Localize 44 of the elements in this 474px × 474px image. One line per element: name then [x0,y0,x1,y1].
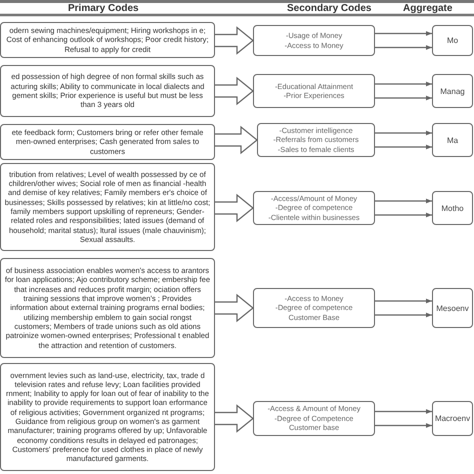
primary-code-box [0,65,215,117]
block-arrow [214,294,254,322]
secondary-code-box [257,123,375,157]
block-arrow [214,404,254,433]
arrow [375,45,432,50]
column-header: Secondary Codes [287,3,372,14]
aggregate-box [432,401,473,436]
primary-code-box [0,22,215,58]
arrow [375,31,432,36]
arrow [375,409,432,414]
aggregate-box [432,123,473,157]
arrow [375,198,432,204]
arrow [375,82,432,86]
secondary-code-box [253,74,375,108]
category-label: Motho [441,204,464,212]
aggregate-box [432,74,473,108]
secondary-code-box [253,288,375,328]
primary-code-box [0,363,215,471]
arrow [375,298,432,304]
aggregate-box [432,191,473,225]
category-label: Macroenv [434,414,470,423]
arrow [375,212,432,218]
category-label: Manag [440,86,465,96]
block-arrow [214,26,254,55]
category-label: Mesoenv [436,304,469,312]
category-label: Ma [446,136,458,144]
primary-code-box [0,163,215,251]
arrow [375,130,432,136]
block-arrow [214,194,254,222]
secondary-code-box [253,401,375,436]
arrow [375,423,432,428]
column-header: Aggregate [403,3,452,14]
aggregate-box [432,25,473,56]
primary-code-box [0,258,215,358]
arrow [375,312,432,318]
arrow [375,144,432,150]
block-arrow [214,126,258,154]
block-arrow [214,76,254,106]
aggregate-box [432,288,473,328]
category-label: Mo [446,36,458,45]
arrow [375,96,432,100]
primary-code-box [0,124,215,160]
secondary-code-box [253,191,375,225]
secondary-code-box [253,25,375,56]
